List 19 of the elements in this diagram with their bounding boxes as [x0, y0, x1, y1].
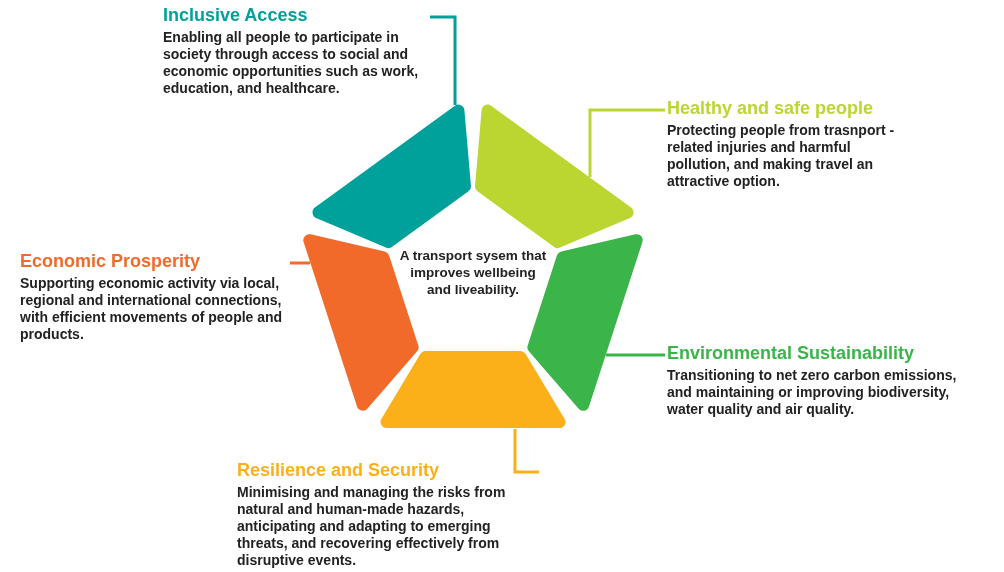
ring-segment [475, 104, 634, 249]
center-caption: A transport sysem that improves wellbeing and liveability. [398, 247, 548, 298]
heading: Healthy and safe people [667, 97, 875, 119]
leader-line [606, 353, 665, 357]
ring-segment [312, 104, 471, 249]
heading: Environmental Sustainability [667, 342, 916, 364]
heading: Resilience and Security [237, 459, 441, 481]
ring-segment [380, 350, 566, 428]
description: Transitioning to net zero carbon emissions, and maintaining or improving biodiversity, water quality and air quality. [667, 367, 958, 418]
description: Minimising and managing the risks from natural and human-made hazards, anticipating and adapting to emerging threats, and recovering effectively from disruptive events. [237, 484, 507, 569]
heading: Inclusive Access [163, 4, 309, 26]
description: Enabling all people to participate in society through access to social and economic opportunities such as work, education, and healthcare. [163, 29, 420, 97]
leader-line [513, 429, 539, 474]
description: Protecting people from trasnport -related injuries and harmful pollution, and making travel an attractive option. [667, 122, 896, 190]
leader-line [588, 108, 665, 177]
heading: Economic Prosperity [20, 250, 202, 272]
description: Supporting economic activity via local, regional and international connections, with efficient movements of people and products. [20, 275, 284, 343]
leader-line [430, 15, 457, 105]
leader-line [290, 261, 310, 265]
